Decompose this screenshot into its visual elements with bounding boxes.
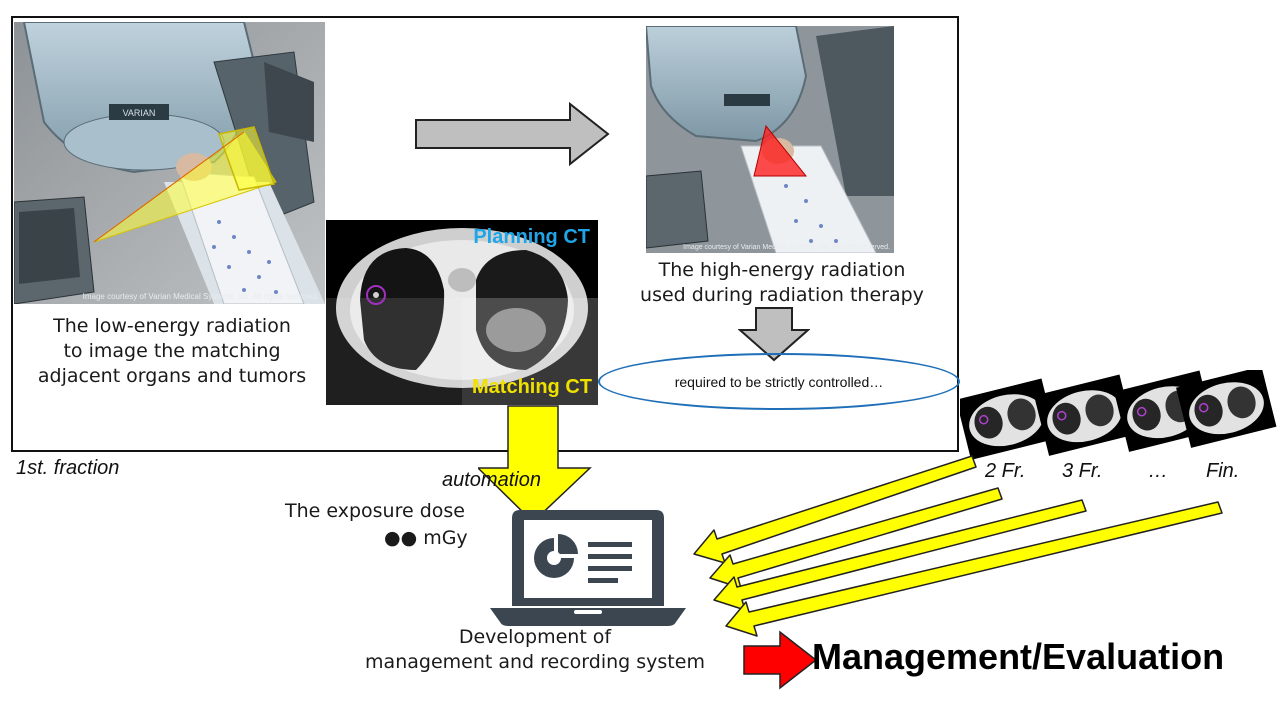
fraction-arrow-2	[693, 455, 977, 564]
fraction-label-2: 2 Fr.	[985, 460, 1026, 482]
left-photo-credit: Image courtesy of Varian Medical Systems…	[82, 292, 319, 301]
fraction-arrow-ellipsis	[713, 499, 1087, 611]
caption-line: Development of	[458, 626, 612, 648]
management-evaluation-title: Management/Evaluation	[812, 636, 1225, 677]
exposure-dose-label: The exposure dose	[285, 500, 465, 522]
fraction-arrow-final	[725, 501, 1223, 637]
gray-arrow-right	[415, 101, 610, 167]
fraction-thumbnails	[956, 366, 1278, 462]
caption-line: The high-energy radiation	[658, 259, 906, 281]
controlled-note-ellipse: required to be strictly controlled…	[598, 353, 960, 410]
thumbnail-strip	[956, 366, 1277, 460]
automation-arrow-down	[478, 405, 592, 524]
linac-therapy-illustration	[646, 26, 894, 253]
controlled-note-text: required to be strictly controlled…	[674, 373, 884, 390]
fraction-arrow-3	[709, 487, 1003, 589]
matching-ct-label: Matching CT	[472, 376, 592, 398]
frame-label: 1st. fraction	[16, 457, 120, 479]
document-lines-icon	[588, 542, 632, 583]
left-photo-caption: The low-energy radiation to image the ma…	[14, 314, 330, 389]
system-caption: Development of management and recording …	[330, 625, 740, 675]
ct-image: Planning CT Matching CT	[326, 220, 598, 405]
fraction-label-ellipsis: …	[1148, 460, 1168, 482]
laptop-chart-icon	[490, 510, 686, 626]
gray-arrow-down	[738, 307, 810, 362]
linac-imaging-photo: VARIAN Image courtesy of Varian Medical …	[14, 22, 325, 304]
right-photo-caption: The high-energy radiation used during ra…	[632, 258, 932, 308]
chest-ct-scan	[326, 220, 598, 405]
red-arrow-right	[743, 630, 818, 690]
pie-chart-icon	[534, 534, 578, 578]
fraction-label-final: Fin.	[1206, 460, 1240, 482]
caption-line: used during radiation therapy	[640, 284, 924, 306]
right-photo-credit: Image courtesy of Varian Medical Systems…	[683, 244, 890, 251]
caption-line: to image the matching	[63, 340, 281, 362]
automation-label: automation	[442, 469, 541, 491]
caption-line: The low-energy radiation	[53, 315, 291, 337]
linac-imaging-illustration: VARIAN	[14, 22, 325, 304]
planning-ct-label: Planning CT	[473, 226, 590, 248]
linac-therapy-photo: Image courtesy of Varian Medical Systems…	[646, 26, 894, 253]
caption-line: management and recording system	[365, 651, 705, 673]
svg-text:VARIAN: VARIAN	[123, 108, 156, 118]
fraction-label-3: 3 Fr.	[1062, 460, 1103, 482]
caption-line: adjacent organs and tumors	[37, 365, 307, 387]
exposure-dose-value: ●● mGy	[384, 527, 468, 549]
fraction-arrows	[693, 455, 1223, 637]
